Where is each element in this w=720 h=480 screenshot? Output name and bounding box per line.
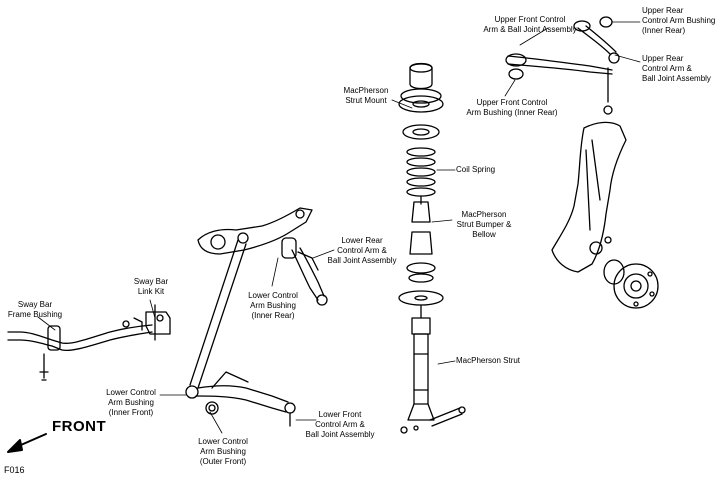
leader-lines (37, 21, 641, 434)
label-upper-front-control-arm-bushing: Upper Front Control Arm Bushing (Inner R… (466, 98, 558, 117)
label-upper-rear-control-arm-bushing: Upper Rear Control Arm Bushing (Inner Re… (642, 6, 716, 35)
label-sway-bar-link-kit: Sway Bar Link Kit (133, 277, 169, 296)
label-lower-control-arm-bushing-outer-front: Lower Control Arm Bushing (Outer Front) (198, 437, 248, 466)
label-lower-front-control-arm-ball-joint: Lower Front Control Arm & Ball Joint Ass… (305, 410, 375, 439)
label-lower-control-arm-bushing-inner-rear: Lower Control Arm Bushing (Inner Rear) (248, 291, 298, 320)
lower-control-arm (185, 207, 328, 427)
front-direction-label: FRONT (52, 418, 107, 435)
sway-bar-link-kit-parts (122, 304, 171, 341)
label-lower-rear-control-arm-ball-joint: Lower Rear Control Arm & Ball Joint Asse… (327, 236, 397, 265)
label-coil-spring: Coil Spring (456, 165, 496, 174)
front-arrow-icon (7, 433, 47, 453)
figure-code: F016 (4, 465, 25, 475)
label-macpherson-strut: MacPherson Strut (456, 356, 521, 365)
macpherson-strut-stack (398, 62, 466, 434)
label-macpherson-strut-mount: MacPherson Strut Mount (343, 86, 389, 105)
label-upper-front-control-arm-ball-joint: Upper Front Control Arm & Ball Joint Ass… (483, 15, 577, 34)
label-upper-rear-control-arm-ball-joint: Upper Rear Control Arm & Ball Joint Asse… (642, 54, 711, 83)
label-lower-control-arm-bushing-inner-front: Lower Control Arm Bushing (Inner Front) (106, 388, 156, 417)
sway-bar (7, 324, 153, 381)
label-macpherson-strut-bumper-bellow: MacPherson Strut Bumper & Bellow (456, 210, 512, 239)
label-sway-bar-frame-bushing: Sway Bar Frame Bushing (7, 300, 63, 319)
upper-control-arms-and-knuckle (505, 16, 659, 309)
